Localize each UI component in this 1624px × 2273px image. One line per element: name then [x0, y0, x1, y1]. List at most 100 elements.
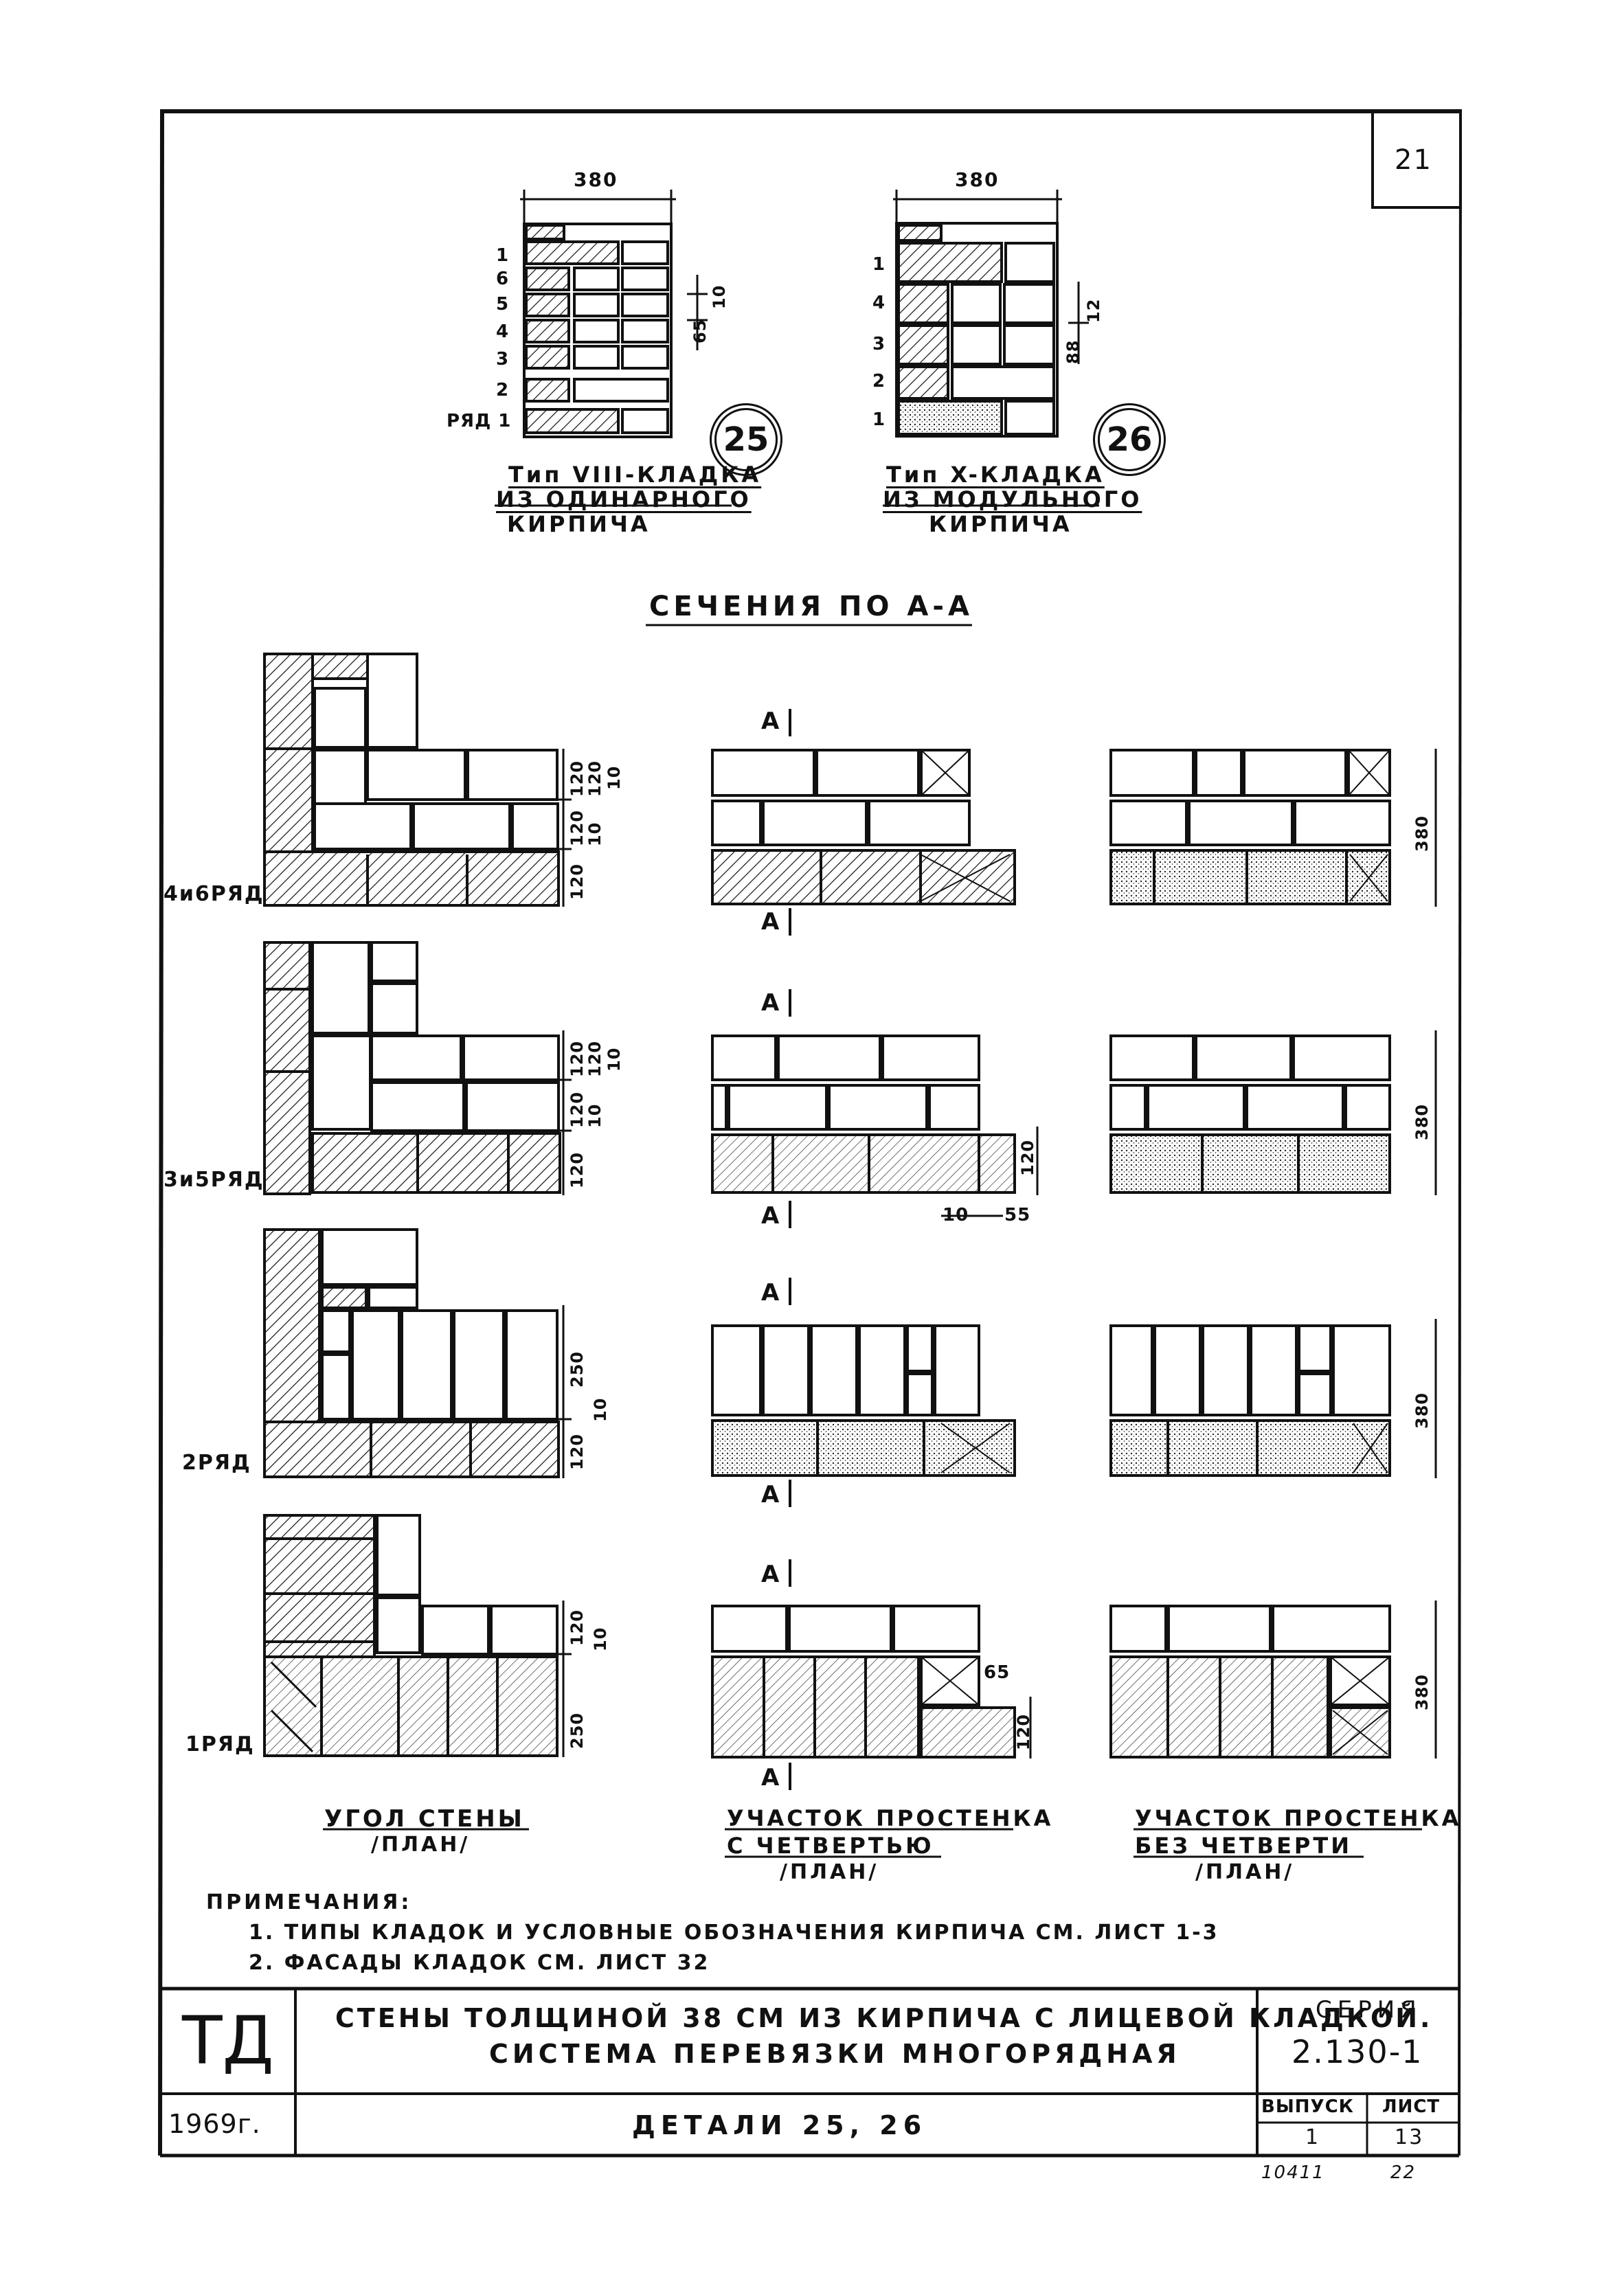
corner-dim: 10 — [585, 1103, 605, 1128]
d26-row-label: 4 — [872, 293, 886, 313]
middle-plan-row4 — [711, 1605, 1016, 1759]
d25-width-dim: 380 — [574, 168, 618, 191]
corner-dim: 120 — [585, 760, 605, 797]
caption-pier-quarter-plan: /ПЛАН/ — [780, 1860, 879, 1884]
middle-dim-10: 10 — [943, 1205, 969, 1225]
right-plan-row4 — [1109, 1605, 1391, 1759]
d26-row-label: 3 — [872, 334, 886, 354]
d25-row-label: РЯД 1 — [447, 411, 512, 431]
note-item-1: 1. ТИПЫ КЛАДОК И УСЛОВНЫЕ ОБОЗНАЧЕНИЯ КИ… — [249, 1921, 1219, 1945]
series-label: СЕРИЯ — [1316, 1996, 1422, 2024]
middle-plan-row2 — [711, 1034, 1016, 1194]
d25-plain-bricks — [573, 240, 669, 434]
corner-dim: 120 — [567, 1151, 587, 1188]
title-line-2: СИСТЕМА ПЕРЕВЯЗКИ МНОГОРЯДНАЯ — [489, 2039, 1181, 2069]
d25-row-label: 2 — [496, 380, 510, 400]
row-label-3-5: 3и5РЯД — [163, 1168, 264, 1192]
d26-caption-line3: КИРПИЧА — [929, 511, 1072, 537]
middle-plan-row3 — [711, 1324, 1016, 1477]
d25-row-label: 4 — [496, 321, 510, 342]
sheet-label: ЛИСТ — [1382, 2096, 1441, 2117]
caption-pier-noquarter-line2: БЕЗ ЧЕТВЕРТИ — [1135, 1833, 1352, 1859]
middle-dim-120: 120 — [1018, 1139, 1037, 1176]
middle-plan-row1 — [711, 749, 1016, 905]
corner-dim: 120 — [567, 1040, 587, 1077]
td-logo: ТД — [182, 2002, 274, 2079]
d25-row-label: 5 — [496, 294, 510, 315]
corner-plan-row1 — [263, 653, 560, 907]
d25-hatched-bricks — [525, 224, 620, 434]
column-caption-underlines — [323, 1828, 1422, 1858]
section-marker-a: А — [761, 1279, 781, 1307]
title-line-1: СТЕНЫ ТОЛЩИНОЙ 38 СМ ИЗ КИРПИЧА С ЛИЦЕВО… — [335, 2003, 1433, 2033]
corner-plan-row3 — [263, 1228, 560, 1478]
corner-dim: 120 — [567, 863, 587, 900]
d26-row-label: 1 — [872, 409, 886, 430]
right-dim-380: 380 — [1412, 1392, 1432, 1429]
corner-dim: 10 — [585, 822, 605, 846]
d25-row-label: 6 — [496, 269, 510, 289]
corner-dim: 120 — [567, 760, 587, 797]
corner-dim: 10 — [605, 1047, 624, 1072]
right-dim-380: 380 — [1412, 815, 1432, 852]
d26-caption-line2: ИЗ МОДУЛЬНОГО — [883, 486, 1142, 512]
detail-25-elevation — [520, 190, 708, 438]
corner-dimension-lines — [555, 749, 1437, 1759]
sheet-number: 21 — [1395, 144, 1432, 176]
right-dim-380: 380 — [1412, 1673, 1432, 1710]
corner-dim: 250 — [567, 1350, 587, 1388]
d26-plain-bricks — [951, 242, 1055, 436]
middle-dim-120: 120 — [1014, 1713, 1033, 1750]
middle-dim-55: 55 — [1004, 1205, 1031, 1225]
d25-caption-line1: Тип VIII-КЛАДКА — [508, 462, 762, 488]
corner-dim: 250 — [567, 1712, 587, 1749]
row-label-4-6: 4и6РЯД — [163, 882, 264, 906]
d25-caption-line3: КИРПИЧА — [507, 511, 651, 537]
d25-dim-10: 10 — [710, 284, 729, 309]
caption-pier-noquarter: УЧАСТОК ПРОСТЕНКА — [1135, 1805, 1462, 1831]
section-marker-a: А — [761, 1561, 781, 1588]
middle-dim-65: 65 — [984, 1662, 1011, 1683]
notes-title: ПРИМЕЧАНИЯ: — [206, 1890, 412, 1914]
right-plan-row3 — [1109, 1324, 1391, 1477]
caption-wall-corner-plan: /ПЛАН/ — [371, 1833, 471, 1857]
corner-dim: 120 — [567, 1609, 587, 1646]
footer-note-right: 22 — [1390, 2162, 1417, 2183]
detail-26-elevation — [893, 190, 1089, 438]
sheet-frame — [158, 109, 1462, 2158]
title-block-year: 1969г. — [168, 2109, 261, 2139]
footer-note-left: 10411 — [1261, 2162, 1325, 2183]
issue-value: 1 — [1305, 2125, 1320, 2149]
d26-dim-88: 88 — [1063, 339, 1083, 364]
corner-dim: 120 — [585, 1040, 605, 1077]
row-label-1: 1РЯД — [185, 1732, 255, 1756]
d26-caption-line1: Тип X-КЛАДКА — [886, 462, 1105, 488]
sections-title: СЕЧЕНИЯ ПО А-А — [649, 591, 973, 622]
caption-pier-quarter: УЧАСТОК ПРОСТЕНКА — [727, 1805, 1054, 1831]
d25-caption-line2: ИЗ ОДИНАРНОГО — [496, 486, 752, 512]
drawing-subtitle: ДЕТАЛИ 25, 26 — [632, 2110, 927, 2140]
caption-underlines — [495, 504, 1099, 626]
section-marker-a: А — [761, 1764, 781, 1791]
detail-25-marker: 25 — [714, 408, 778, 471]
d25-row-label: 3 — [496, 349, 510, 370]
d26-width-dim: 380 — [955, 168, 1000, 191]
section-marker-a: А — [761, 908, 781, 936]
note-item-2: 2. ФАСАДЫ КЛАДОК СМ. ЛИСТ 32 — [249, 1951, 710, 1975]
section-marker-a: А — [761, 1202, 781, 1230]
corner-plan-row2 — [263, 941, 561, 1195]
right-dim-380: 380 — [1412, 1103, 1432, 1140]
corner-dim: 10 — [605, 765, 624, 790]
detail-26-marker: 26 — [1098, 408, 1161, 471]
caption-wall-corner: УГОЛ СТЕНЫ — [324, 1805, 525, 1833]
right-plan-row1 — [1109, 749, 1391, 905]
issue-label: ВЫПУСК — [1261, 2096, 1354, 2117]
corner-dim: 120 — [567, 1091, 587, 1128]
corner-dim: 10 — [591, 1627, 610, 1651]
section-marker-a: А — [761, 1481, 781, 1508]
corner-plan-row4 — [263, 1514, 559, 1757]
sheet-value: 13 — [1395, 2125, 1424, 2149]
d26-row-label: 1 — [872, 254, 886, 275]
title-block-frame — [160, 1987, 1459, 2156]
